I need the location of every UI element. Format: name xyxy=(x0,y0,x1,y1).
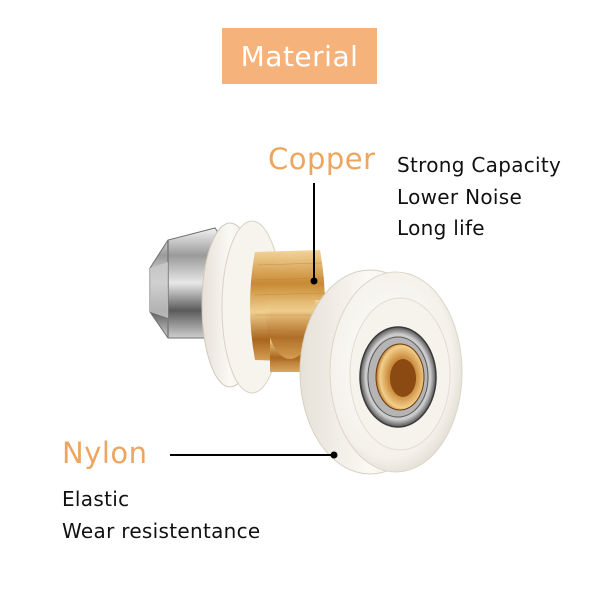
nylon-feature-item: Elastic xyxy=(62,487,130,511)
nylon-callout-line xyxy=(170,451,338,459)
material-title-badge: Material xyxy=(222,28,377,84)
copper-feature-list: Strong Capacity Lower Noise Long life xyxy=(397,150,561,245)
nylon-feature-item: Wear resistentance xyxy=(62,518,261,543)
copper-feature-item: Long life xyxy=(397,216,485,240)
copper-label: Copper xyxy=(268,142,376,176)
copper-feature-item: Lower Noise xyxy=(397,184,523,209)
bearing xyxy=(359,326,437,428)
nylon-label: Nylon xyxy=(62,436,148,470)
copper-callout-line xyxy=(310,183,318,285)
nylon-feature-list: Elastic Wear resistentance xyxy=(62,484,261,547)
copper-feature-item: Strong Capacity xyxy=(397,153,562,177)
